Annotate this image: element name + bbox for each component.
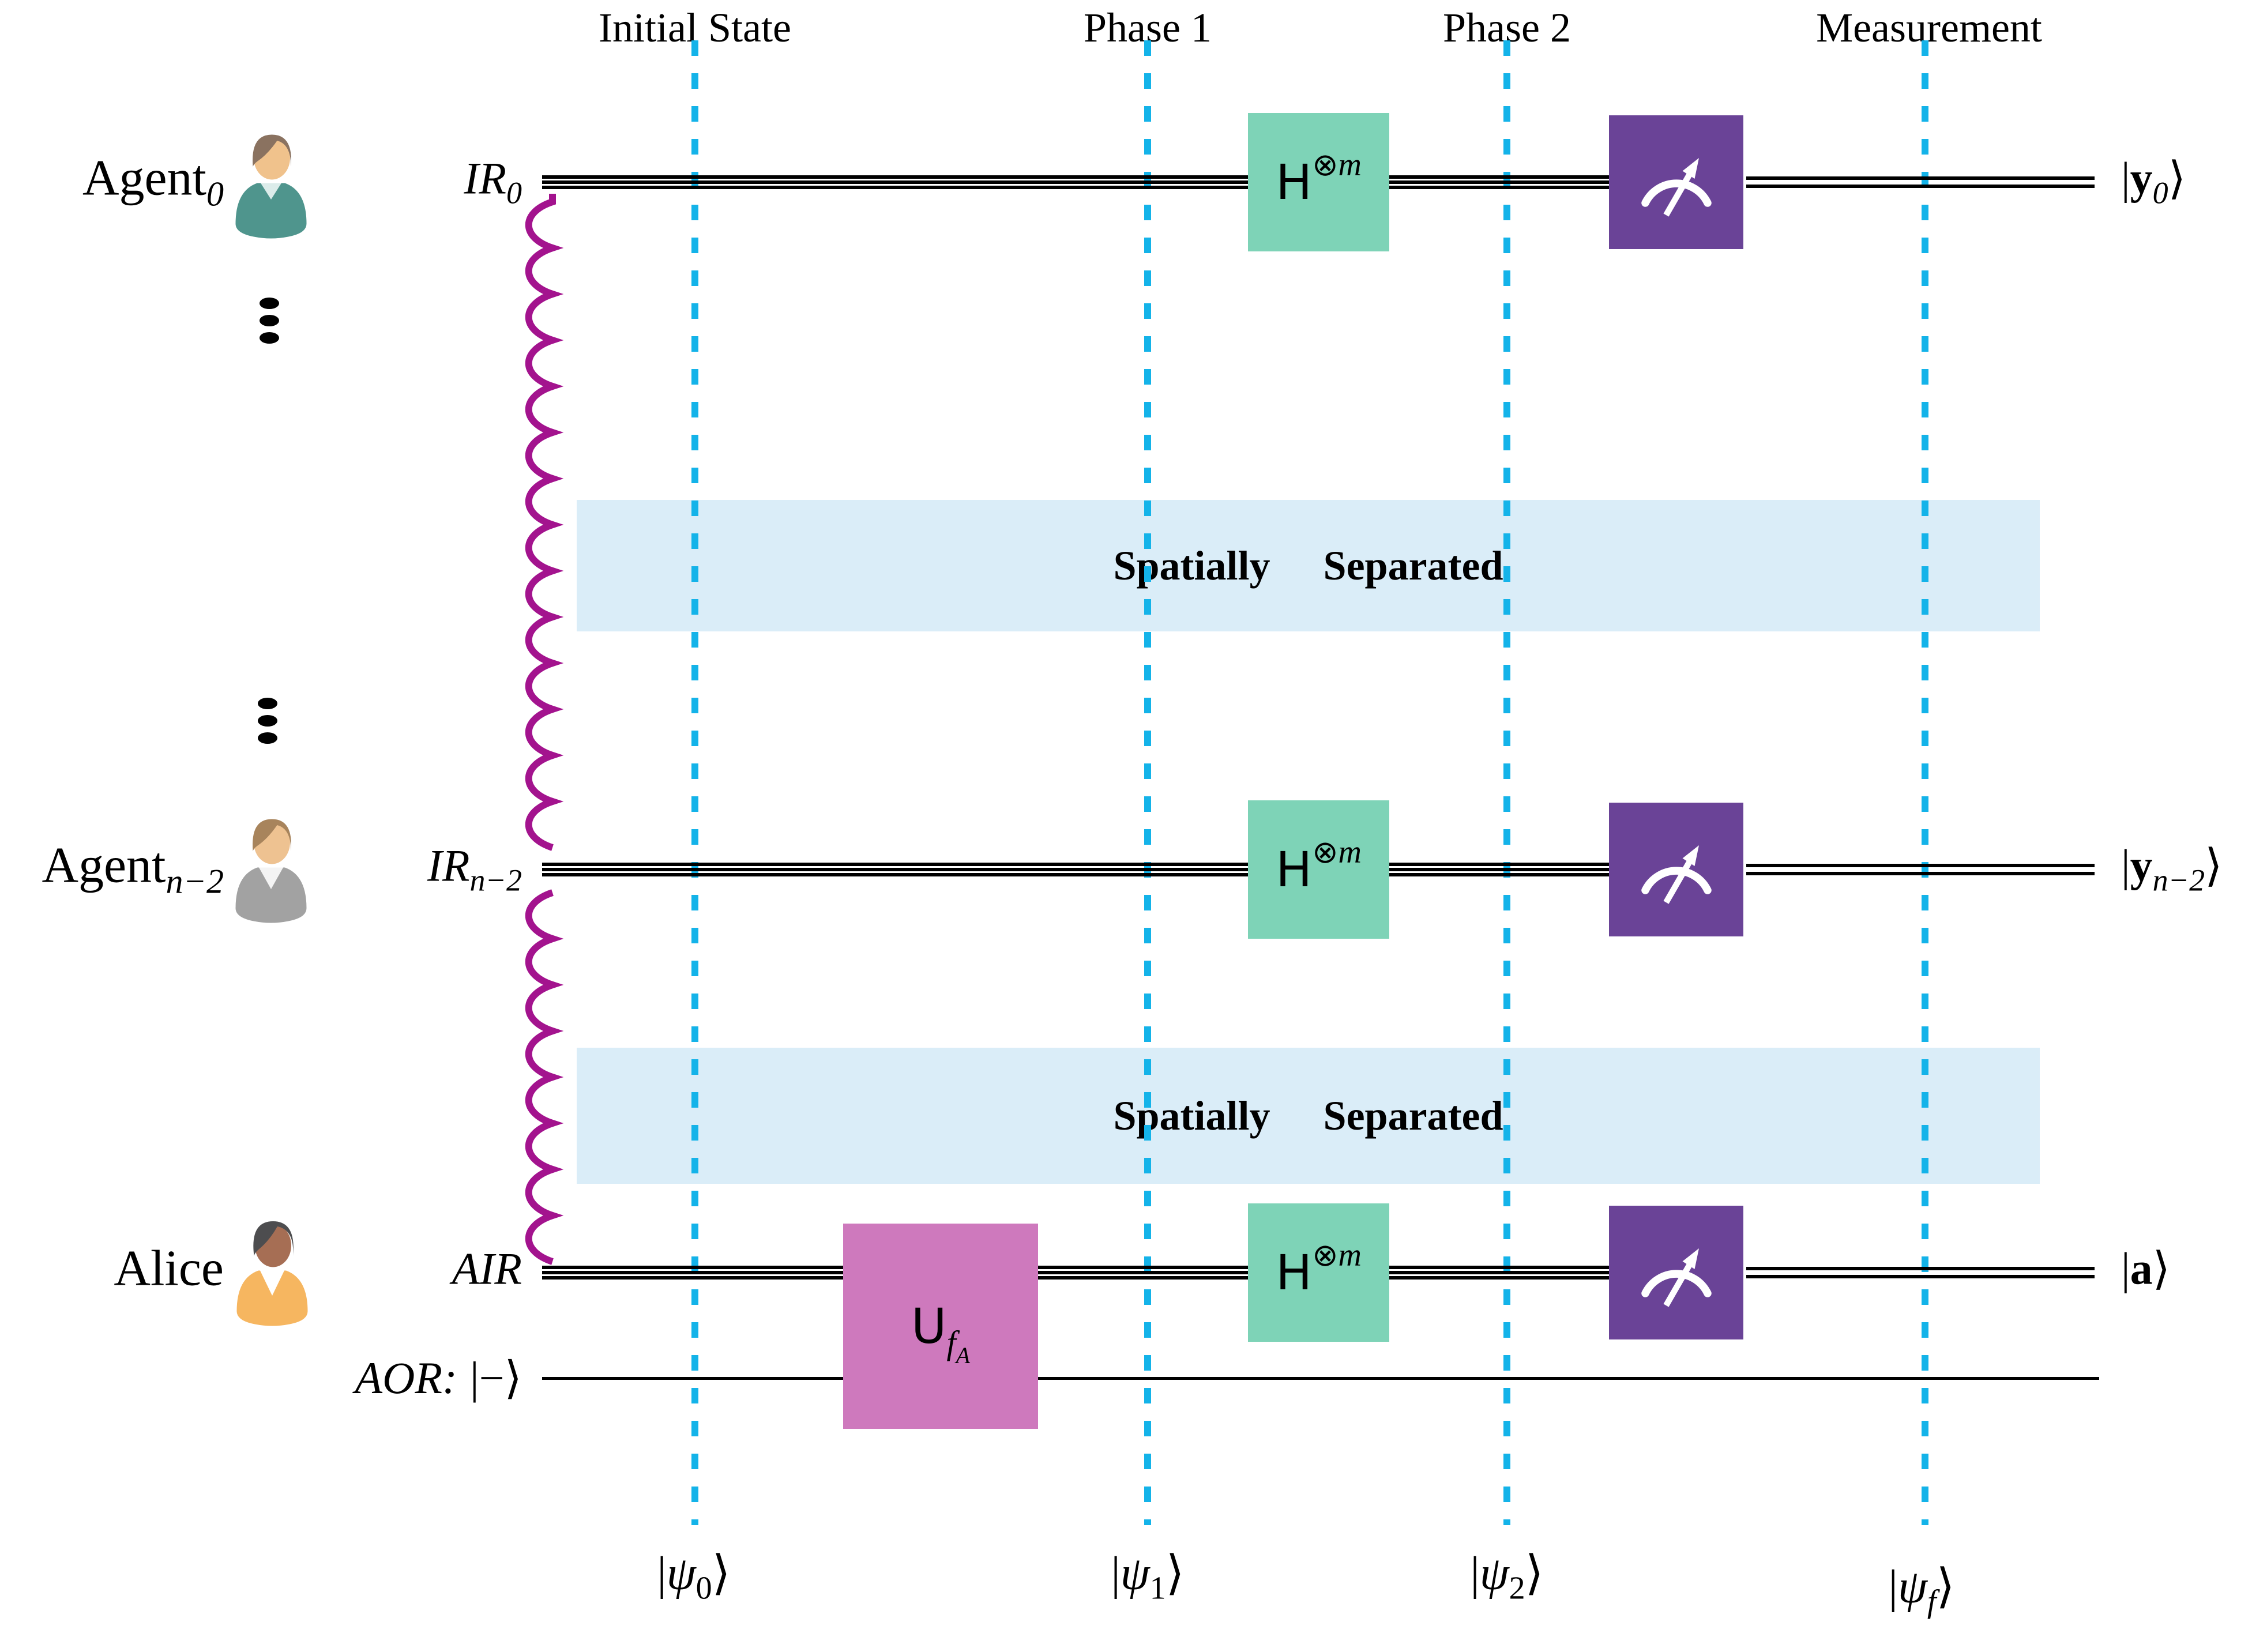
quantum-wire-air	[542, 1266, 1609, 1280]
band-word-separated: Separated	[1323, 1092, 1503, 1139]
measurement-gate-air	[1609, 1206, 1743, 1339]
hadamard-label: H	[1276, 1244, 1313, 1301]
quantum-wire-ir0	[542, 175, 1609, 189]
spatially-separated-band-upper: Spatially Separated	[577, 500, 2040, 631]
person-icon-agent0	[235, 134, 307, 239]
output-state-yn2: |yn−2⟩	[2121, 840, 2223, 898]
state-label-psi1: |ψ1⟩	[1111, 1546, 1185, 1606]
agent-n2-label: Agentn−2	[42, 837, 224, 901]
gauge-icon	[1641, 845, 1712, 904]
gauge-icon	[1641, 1248, 1712, 1307]
measurement-gate-ir0	[1609, 115, 1743, 249]
hadamard-label: H	[1276, 841, 1313, 898]
tensor-symbol: ⊗	[1312, 146, 1339, 183]
spatially-separated-band-lower: Spatially Separated	[577, 1048, 2040, 1184]
tensor-power: m	[1338, 1237, 1362, 1273]
output-wire-air	[1746, 1267, 2095, 1278]
hadamard-label: H	[1276, 154, 1313, 210]
hadamard-gate-air: H⊗m	[1248, 1203, 1389, 1342]
tensor-power: m	[1338, 147, 1362, 183]
hadamard-gate-irn2: H⊗m	[1248, 800, 1389, 939]
agent-0-label: Agent0	[82, 150, 224, 213]
tensor-power: m	[1338, 834, 1362, 870]
output-state-a: |a⟩	[2121, 1243, 2171, 1294]
tensor-symbol: ⊗	[1312, 1237, 1339, 1273]
output-state-y0: |y0⟩	[2121, 153, 2186, 210]
band-word-spatially: Spatially	[1113, 542, 1270, 589]
gauge-icon	[1641, 158, 1712, 217]
hadamard-gate-ir0: H⊗m	[1248, 113, 1389, 251]
state-label-psif: |ψf⟩	[1888, 1560, 1955, 1620]
entanglement-squiggle-lower	[525, 889, 564, 1265]
wire-label-ir0: IR0	[464, 153, 522, 210]
output-wire-ir0	[1746, 176, 2095, 188]
entanglement-squiggle-upper	[525, 194, 564, 851]
phase-header-measurement: Measurement	[1816, 4, 2042, 51]
person-icon-alice	[236, 1221, 308, 1326]
tensor-symbol: ⊗	[1312, 834, 1339, 870]
state-label-psi0: |ψ0⟩	[657, 1546, 731, 1606]
state-label-psi2: |ψ2⟩	[1470, 1546, 1544, 1606]
band-word-spatially: Spatially	[1113, 1092, 1270, 1139]
wire-label-aor: AOR:|−⟩	[355, 1353, 522, 1403]
band-word-separated: Separated	[1323, 542, 1503, 589]
oracle-sub-f: f	[946, 1323, 956, 1361]
alice-label: Alice	[114, 1240, 224, 1297]
person-icon-agent-n2	[235, 819, 307, 923]
output-wire-irn2	[1746, 864, 2095, 875]
quantum-wire-irn2	[542, 863, 1609, 876]
vertical-ellipsis-icon	[260, 292, 279, 349]
wire-label-air: AIR	[452, 1243, 522, 1294]
vertical-ellipsis-icon	[258, 692, 277, 750]
oracle-label: U	[911, 1298, 947, 1354]
wire-label-irn2: IRn−2	[427, 840, 522, 898]
measurement-gate-irn2	[1609, 803, 1743, 936]
oracle-subsub-a: A	[956, 1342, 971, 1368]
ancilla-wire-aor	[542, 1377, 2099, 1380]
